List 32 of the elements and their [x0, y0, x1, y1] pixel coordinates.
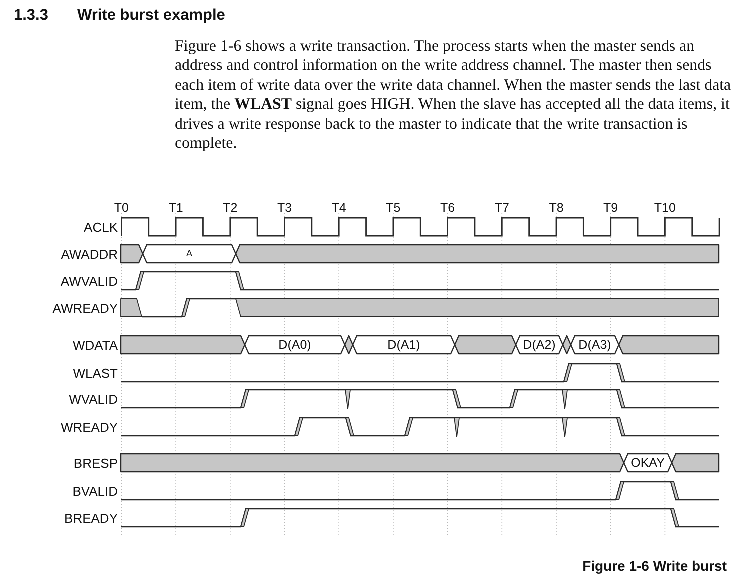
signal-name: AWREADY [52, 302, 118, 314]
signal-name: AWADDR [61, 248, 118, 260]
figure-caption: Figure 1-6 Write burst [582, 559, 727, 573]
section-number: 1.3.3 [14, 8, 48, 24]
signal-name: ACLK [84, 220, 118, 234]
clock-edge-label: T1 [168, 202, 184, 214]
clock-edge-label: T7 [494, 202, 510, 214]
clock-edge-label: T8 [549, 202, 564, 214]
clock-edge-label: T6 [440, 202, 456, 214]
bus-value: D(A2) [523, 338, 556, 352]
clock-edge-label: T9 [604, 202, 618, 214]
clock-edge-label: T0 [114, 202, 129, 214]
signal-name: BREADY [64, 512, 118, 524]
signal-name: WREADY [60, 420, 118, 434]
bus-value: OKAY [631, 456, 665, 470]
signal-name: BRESP [74, 456, 118, 470]
clock-edge-label: T5 [386, 202, 401, 214]
signal-name: WDATA [72, 338, 118, 352]
bus-value: D(A3) [578, 338, 612, 352]
signal-name: WVALID [69, 392, 118, 406]
clock-edge-label: T10 [654, 202, 676, 214]
signal-name: AWVALID [60, 274, 118, 288]
bus-value: A [186, 250, 192, 258]
bus-value: D(A1) [388, 338, 420, 352]
section-title: Write burst example [78, 8, 226, 24]
signal-name: BVALID [72, 484, 118, 498]
clock-edge-label: T3 [277, 202, 292, 214]
clock-edge-label: T4 [332, 202, 346, 214]
body-text: Figure 1-6 shows a write transaction. The process starts when the master sends an address and control information on the write address channel. The master then sends each item of write data over the write data channel. When the master sends the last data item, the WLAST signal goes HIGH. When the slave has accepted all the data items, it drives a write response back to the master to indicate that the write transaction is complete. [175, 37, 732, 154]
bus-value: D(A0) [278, 338, 312, 352]
signal-name: WLAST [73, 366, 118, 380]
clock-edge-label: T2 [223, 202, 238, 214]
